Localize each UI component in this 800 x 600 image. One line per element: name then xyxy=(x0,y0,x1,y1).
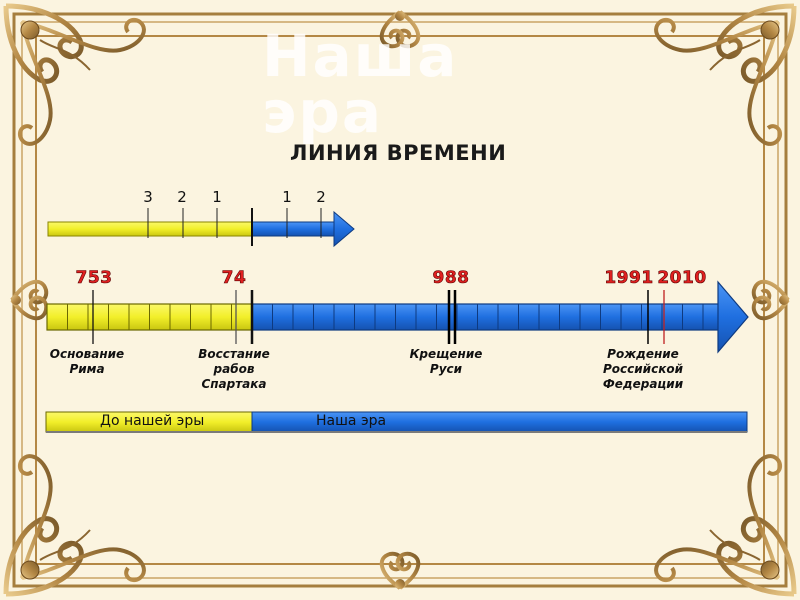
small-timeline xyxy=(47,208,355,248)
year-2010: 2010 xyxy=(657,268,707,289)
bc-number-1: 1 xyxy=(212,188,222,206)
ad-number-1: 1 xyxy=(282,188,292,206)
event-label-spartacus: Восстание рабов Спартака xyxy=(198,347,270,391)
ad-number-2: 2 xyxy=(316,188,326,206)
main-arrow-head xyxy=(717,280,749,354)
ad-era-label: Наша эра xyxy=(316,413,387,429)
era-bar xyxy=(45,411,748,433)
event-label-rome: Основание Рима xyxy=(49,347,125,376)
small-arrow-head xyxy=(333,210,355,248)
bc-number-3: 3 xyxy=(143,188,153,206)
main-timeline xyxy=(46,280,749,354)
overlay-title: Наша эра xyxy=(262,22,459,146)
event-label-russia: Рождение Российской Федерации xyxy=(602,347,684,391)
bc-era-label: До нашей эры xyxy=(100,413,205,429)
year-1991: 1991 xyxy=(604,268,654,289)
event-label-baptism: Крещение Руси xyxy=(409,347,483,376)
year-753: 753 xyxy=(75,268,113,289)
bc-number-2: 2 xyxy=(177,188,187,206)
year-988: 988 xyxy=(432,268,470,289)
year-74: 74 xyxy=(221,268,247,289)
page-heading: Линия времени xyxy=(290,141,507,165)
